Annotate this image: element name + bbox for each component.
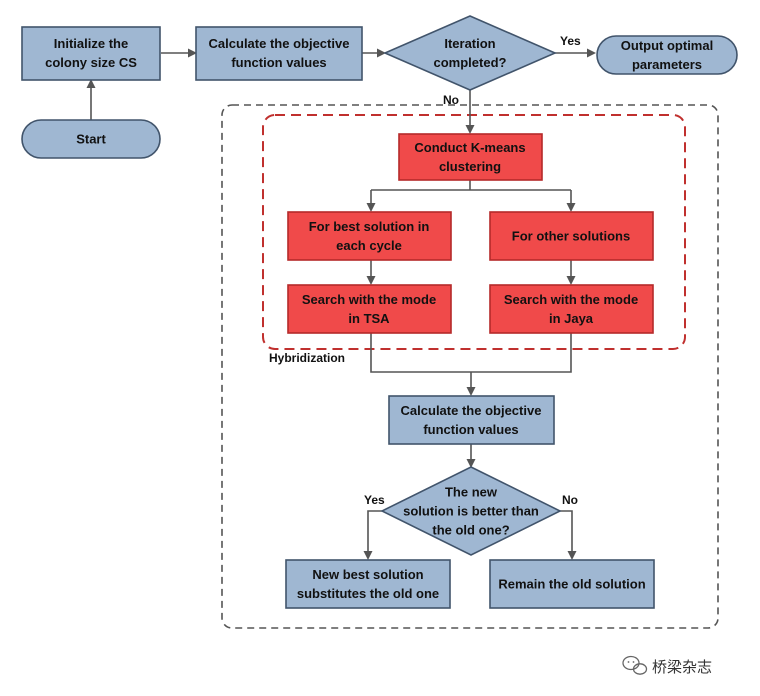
init-line-1: Initialize the	[54, 36, 128, 51]
no-label-top: No	[443, 93, 459, 107]
newbest-line-2: substitutes the old one	[297, 586, 439, 601]
output-line-1: Output optimal	[621, 38, 713, 53]
start-shape	[21, 119, 161, 159]
better-line-1: The new	[445, 485, 498, 500]
node-kmeans: Conduct K-means clustering	[398, 133, 543, 181]
remain-old-label: Remain the old solution	[498, 577, 645, 592]
tsa-line-2: in TSA	[348, 311, 390, 326]
node-initialize: Initialize the colony size CS	[21, 26, 161, 81]
node-best-solution: For best solution in each cycle	[287, 211, 452, 261]
kmeans-line-2: clustering	[439, 159, 501, 174]
node-output: Output optimal parameters	[596, 35, 738, 75]
outer-iteration-region	[221, 104, 719, 629]
node-remain-old: Remain the old solution	[489, 559, 655, 609]
calc-mid-line-2: function values	[423, 422, 518, 437]
node-search-jaya: Search with the mode in Jaya	[489, 284, 654, 334]
start-label: Start	[76, 132, 106, 147]
hybridization-label: Hybridization	[269, 351, 345, 365]
arrow-better-yes	[363, 510, 382, 560]
search-jaya-shape	[489, 284, 654, 334]
iteration-diamond	[382, 15, 558, 91]
watermark-text: 桥梁杂志	[652, 658, 712, 676]
better-line-2: solution is better than	[403, 504, 539, 519]
iteration-label: Iteration completed?	[434, 36, 507, 70]
better-decision-label: The new solution is better than the old on…	[403, 485, 539, 538]
calc-mid-label: Calculate the objective function values	[401, 403, 542, 437]
output-label: Output optimal parameters	[621, 38, 713, 72]
better-decision-diamond	[380, 466, 562, 556]
kmeans-label: Conduct K-means clustering	[414, 140, 525, 174]
node-calc-mid: Calculate the objective function values	[388, 395, 555, 445]
node-search-tsa: Search with the mode in TSA	[287, 284, 452, 334]
kmeans-shape	[398, 133, 543, 181]
no-label-mid: No	[562, 493, 578, 507]
better-line-3: the old one?	[432, 523, 509, 538]
output-line-2: parameters	[632, 57, 702, 72]
jaya-line-2: in Jaya	[549, 311, 594, 326]
best-solution-label: For best solution in each cycle	[309, 219, 430, 253]
best-solution-shape	[287, 211, 452, 261]
node-calc-top: Calculate the objective function values	[195, 26, 363, 81]
initialize-shape	[21, 26, 161, 81]
calc-mid-shape	[388, 395, 555, 445]
search-jaya-label: Search with the mode in Jaya	[504, 292, 638, 326]
calc-top-line-1: Calculate the objective	[209, 36, 350, 51]
node-iteration: Iteration completed?	[382, 15, 558, 91]
kmeans-line-1: Conduct K-means	[414, 140, 525, 155]
output-shape	[596, 35, 738, 75]
branch-kmeans	[371, 180, 571, 191]
hybridization-region	[262, 114, 686, 350]
init-line-2: colony size CS	[45, 55, 137, 70]
best-line-1: For best solution in	[309, 219, 430, 234]
initialize-label: Initialize the colony size CS	[45, 36, 137, 70]
other-solutions-label: For other solutions	[512, 229, 630, 244]
search-tsa-label: Search with the mode in TSA	[302, 292, 436, 326]
node-other-solutions: For other solutions	[489, 211, 654, 261]
new-best-label: New best solution substitutes the old one	[297, 567, 439, 601]
start-line-1: Start	[76, 132, 106, 147]
tsa-line-1: Search with the mode	[302, 292, 436, 307]
calc-top-label: Calculate the objective function values	[209, 36, 350, 70]
node-start: Start	[21, 119, 161, 159]
other-solutions-shape	[489, 211, 654, 261]
yes-label-mid: Yes	[364, 493, 385, 507]
connectors	[86, 48, 596, 560]
best-line-2: each cycle	[336, 238, 402, 253]
calc-mid-line-1: Calculate the objective	[401, 403, 542, 418]
jaya-line-1: Search with the mode	[504, 292, 638, 307]
remain-line-1: Remain the old solution	[498, 577, 645, 592]
merge-search	[370, 333, 572, 373]
node-better-decision: The new solution is better than the old on…	[380, 466, 562, 556]
wechat-icon	[622, 655, 648, 675]
watermark: 桥梁杂志	[622, 655, 712, 676]
calc-top-shape	[195, 26, 363, 81]
newbest-line-1: New best solution	[312, 567, 423, 582]
other-line-1: For other solutions	[512, 229, 630, 244]
arrow-better-no	[560, 510, 577, 560]
yes-label-top: Yes	[560, 34, 581, 48]
iter-line-2: completed?	[434, 55, 507, 70]
remain-old-shape	[489, 559, 655, 609]
search-tsa-shape	[287, 284, 452, 334]
new-best-shape	[285, 559, 451, 609]
calc-top-line-2: function values	[231, 55, 326, 70]
iter-line-1: Iteration	[444, 36, 495, 51]
node-new-best: New best solution substitutes the old one	[285, 559, 451, 609]
